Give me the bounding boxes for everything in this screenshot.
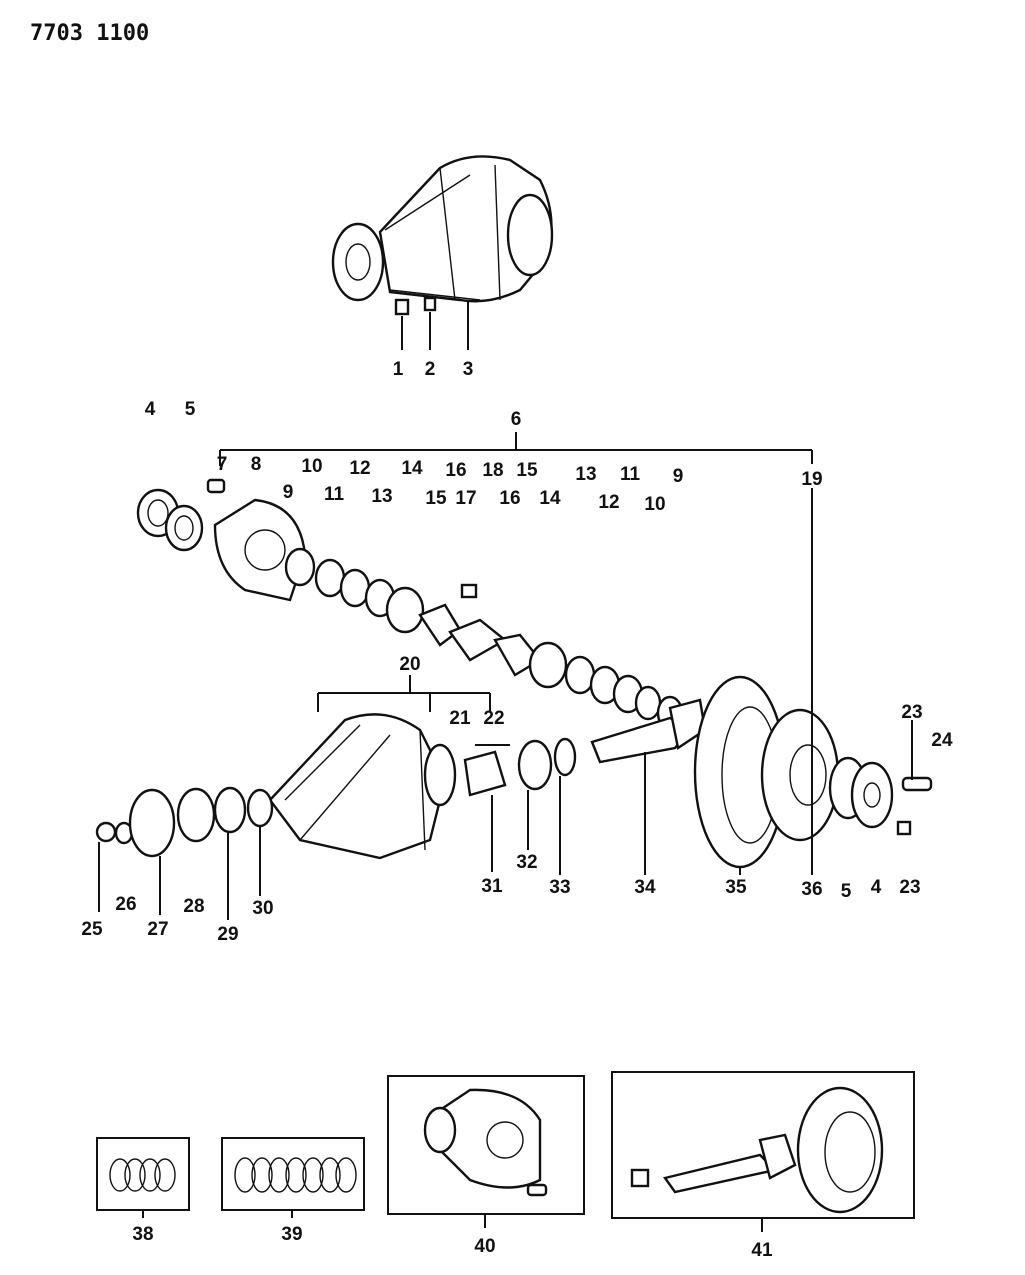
callout-22: 22 bbox=[483, 708, 504, 729]
callout-14b: 14 bbox=[539, 488, 561, 509]
callout-34: 34 bbox=[634, 877, 656, 898]
callout-3: 3 bbox=[463, 359, 474, 380]
callout-39: 39 bbox=[281, 1224, 302, 1245]
pinion-row bbox=[95, 488, 933, 920]
kit-41 bbox=[611, 1071, 915, 1219]
callout-25: 25 bbox=[81, 919, 103, 940]
callout-26: 26 bbox=[115, 894, 136, 915]
callout-8: 8 bbox=[251, 454, 262, 475]
callout-11b: 11 bbox=[620, 464, 641, 485]
diagram-code: 7703 1100 bbox=[30, 21, 149, 46]
callout-29: 29 bbox=[217, 924, 238, 945]
differential-case-icon bbox=[760, 708, 894, 842]
callout-13: 13 bbox=[371, 486, 392, 507]
callout-27: 27 bbox=[147, 919, 168, 940]
callout-10: 10 bbox=[301, 456, 322, 477]
callout-1: 1 bbox=[393, 359, 404, 380]
kit-40 bbox=[387, 1075, 585, 1215]
callout-14: 14 bbox=[401, 458, 423, 479]
callout-40: 40 bbox=[474, 1236, 495, 1257]
callout-28: 28 bbox=[183, 896, 204, 917]
callout-15: 15 bbox=[425, 488, 447, 509]
callout-10b: 10 bbox=[644, 494, 665, 515]
callout-12b: 12 bbox=[598, 492, 619, 513]
callout-4: 4 bbox=[145, 399, 156, 420]
callout-16b: 16 bbox=[499, 488, 520, 509]
kit-39 bbox=[221, 1137, 365, 1211]
callout-18: 18 bbox=[482, 460, 503, 481]
callout-30: 30 bbox=[252, 898, 273, 919]
differential-exploded-row bbox=[136, 432, 813, 731]
callout-9b: 9 bbox=[673, 466, 684, 487]
callout-41: 41 bbox=[751, 1240, 773, 1261]
callout-4b: 4 bbox=[871, 877, 882, 898]
callout-9: 9 bbox=[283, 482, 294, 503]
callout-38: 38 bbox=[132, 1224, 153, 1245]
callout-20: 20 bbox=[399, 654, 420, 675]
callout-19: 19 bbox=[801, 469, 822, 490]
callout-23: 23 bbox=[901, 702, 922, 723]
callout-36: 36 bbox=[801, 879, 822, 900]
shim-set-icon bbox=[109, 1158, 176, 1192]
callout-23b: 23 bbox=[899, 877, 920, 898]
callout-32: 32 bbox=[516, 852, 537, 873]
callout-5: 5 bbox=[185, 399, 196, 420]
callout-16: 16 bbox=[445, 460, 466, 481]
callout-31: 31 bbox=[481, 876, 503, 897]
callout-5b: 5 bbox=[841, 881, 852, 902]
callout-17: 17 bbox=[455, 488, 476, 509]
callout-12: 12 bbox=[349, 458, 370, 479]
callout-2: 2 bbox=[425, 359, 436, 380]
callout-24: 24 bbox=[931, 730, 953, 751]
carrier-assembly-icon bbox=[331, 155, 554, 350]
callout-11: 11 bbox=[324, 484, 345, 505]
callout-13b: 13 bbox=[575, 464, 596, 485]
callout-6: 6 bbox=[511, 409, 522, 430]
callout-7: 7 bbox=[217, 454, 228, 475]
kit-38 bbox=[96, 1137, 190, 1211]
callout-33: 33 bbox=[549, 877, 570, 898]
callout-21: 21 bbox=[449, 708, 471, 729]
callout-15b: 15 bbox=[516, 460, 538, 481]
callout-35: 35 bbox=[725, 877, 747, 898]
callout-labels: 1 2 3 4 5 6 7 8 9 10 11 12 13 14 15 16 1… bbox=[81, 359, 953, 1261]
